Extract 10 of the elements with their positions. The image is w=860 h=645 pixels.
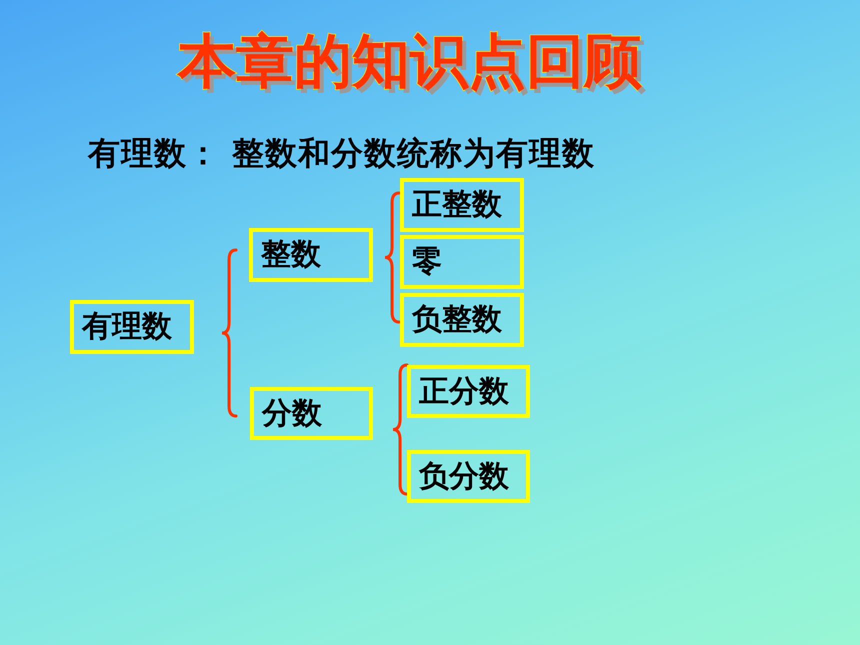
slide-title: 本章的知识点回顾: [178, 26, 642, 97]
term-box: 正分数: [407, 365, 530, 418]
term-box: 整数: [249, 228, 373, 282]
term-box: 正整数: [400, 178, 524, 232]
term-box: 分数: [250, 387, 373, 440]
term-box: 有理数: [70, 300, 194, 354]
definition-text: 有理数： 整数和分数统称为有理数: [88, 133, 596, 173]
term-box: 零: [400, 235, 524, 289]
term-box: 负整数: [400, 293, 524, 347]
term-box: 负分数: [407, 450, 530, 503]
